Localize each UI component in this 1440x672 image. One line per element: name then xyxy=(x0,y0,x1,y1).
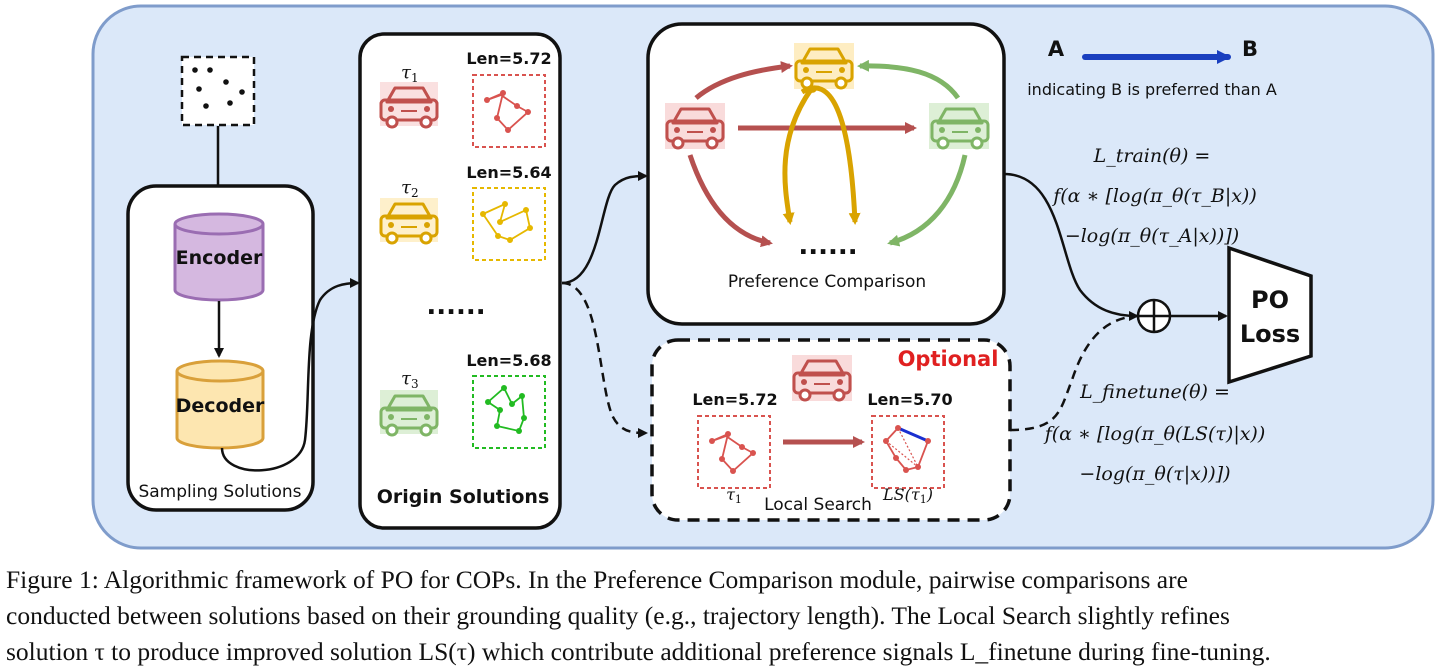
route-3-box xyxy=(472,375,546,449)
decoder-to-origin-arrow xyxy=(220,278,360,472)
tau-1-label: τ1 xyxy=(401,62,419,85)
finetune-formula-line-2: f(α ∗ [log(π_θ(LS(τ)|x)) xyxy=(1043,423,1266,445)
local-before-route-box xyxy=(697,415,771,489)
local-after-len: Len=5.70 xyxy=(867,390,952,409)
train-formula-line-2: f(α ∗ [log(π_θ(τ_B|x)) xyxy=(1051,185,1257,207)
finetune-formula-line-1: L_finetune(θ) = xyxy=(1079,381,1230,403)
train-formula-line-1: L_train(θ) = xyxy=(1093,145,1211,167)
caption-line-3: solution τ to produce improved solution … xyxy=(6,637,1271,666)
origin-ellipsis: ...... xyxy=(426,291,485,321)
tau-2-label: τ2 xyxy=(401,177,419,200)
route-1-path xyxy=(486,91,530,132)
po-loss-block xyxy=(1227,245,1313,385)
decoder-cylinder xyxy=(175,359,265,450)
origin-to-local-arrow xyxy=(561,281,648,438)
local-to-loss-arrow xyxy=(1009,314,1138,432)
origin-title: Origin Solutions xyxy=(377,486,550,508)
caption-line-2: conducted between solutions based on the… xyxy=(6,601,1230,630)
route-2-box xyxy=(472,187,546,261)
po-loss-title-2: Loss xyxy=(1240,320,1300,348)
encoder-cylinder xyxy=(173,212,265,302)
legend-from: A xyxy=(1048,37,1065,61)
figure-caption: Figure 1: Algorithmic framework of PO fo… xyxy=(6,562,1436,670)
po-loss-title-1: PO xyxy=(1251,286,1289,314)
optional-label: Optional xyxy=(898,347,999,371)
len-3-label: Len=5.68 xyxy=(466,351,551,370)
finetune-formula-line-3: −log(π_θ(τ|x))]) xyxy=(1079,463,1230,485)
preference-ellipsis: ...... xyxy=(798,231,857,261)
oplus-node xyxy=(1136,298,1172,334)
framework-diagram: A B indicating B is preferred than A Enc… xyxy=(91,4,1435,550)
local-after-route-box xyxy=(871,415,945,489)
tau-3-label: τ3 xyxy=(401,368,419,391)
preference-arrows xyxy=(687,59,968,248)
train-formula-line-3: −log(π_θ(τ_A|x))]) xyxy=(1065,225,1239,247)
encoder-label: Encoder xyxy=(176,247,263,269)
caption-line-1: Figure 1: Algorithmic framework of PO fo… xyxy=(6,565,1188,594)
legend-to: B xyxy=(1242,37,1258,61)
sampling-title: Sampling Solutions xyxy=(138,482,301,502)
origin-to-preference-arrow xyxy=(561,171,648,285)
local-title: Local Search xyxy=(764,495,872,515)
route-1-box xyxy=(472,74,546,148)
input-points xyxy=(192,67,245,109)
local-before-len: Len=5.72 xyxy=(692,390,777,409)
preference-to-loss-arrow xyxy=(1003,172,1139,321)
decoder-label: Decoder xyxy=(176,395,265,417)
len-1-label: Len=5.72 xyxy=(466,49,551,68)
legend: A B indicating B is preferred than A xyxy=(1027,37,1277,99)
legend-text: indicating B is preferred than A xyxy=(1027,80,1277,99)
len-2-label: Len=5.64 xyxy=(466,163,551,182)
preference-title: Preference Comparison xyxy=(728,272,926,292)
